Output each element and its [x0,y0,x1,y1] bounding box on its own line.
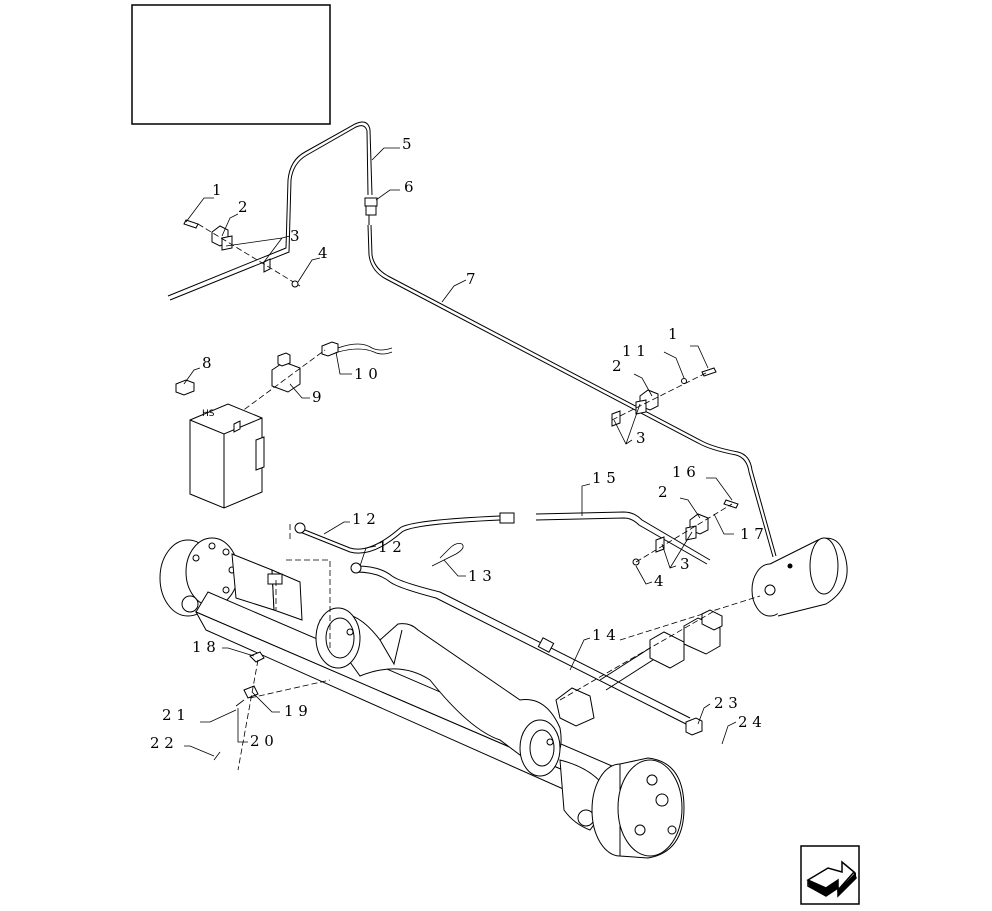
callout-10: 1 0 [354,365,378,383]
callout-19: 1 9 [284,702,308,720]
callout-3-left: 3 [290,227,300,245]
callout-3-right-lower: 3 [680,555,690,573]
centerline-chamber [619,595,761,641]
callout-2-left: 2 [238,198,248,216]
callout-20: 2 0 [250,732,274,750]
callout-1-right: 1 [668,325,678,343]
hose-clip [431,543,464,567]
callout-8: 8 [202,354,212,372]
callout-17: 1 7 [740,525,764,543]
title-block [131,4,331,125]
callout-24: 2 4 [738,713,762,731]
callout-leaders [183,147,737,757]
callout-12-lower: 1 2 [378,538,402,556]
callout-9: 9 [312,388,322,406]
callout-labels: 1 2 3 4 5 6 7 8 9 1 0 1 1 1 2 3 1 5 1 6 … [150,135,764,752]
callout-2-right-upper: 2 [612,357,622,375]
callout-11: 1 1 [622,342,646,360]
callout-4-left: 4 [318,244,328,262]
brake-line-upper [167,121,777,558]
bracket-parts [213,524,331,771]
callout-13: 1 3 [468,567,492,585]
control-box: HS [189,403,265,509]
callout-22: 2 2 [150,734,174,752]
brake-chamber [751,537,848,617]
next-page-arrow-icon[interactable] [800,845,860,905]
svg-text:HS: HS [202,409,215,419]
callout-12-upper: 1 2 [352,510,376,528]
sensor-group [175,341,393,421]
centerline-driveshaft [559,609,717,701]
axle-housing [159,537,685,859]
callout-3-right-upper: 3 [636,429,646,447]
callout-14: 1 4 [592,626,616,644]
callout-1-left: 1 [212,181,222,199]
clip-assembly-left [183,219,301,288]
callout-7: 7 [466,270,476,288]
callout-23: 2 3 [714,694,738,712]
callout-4-right: 4 [654,572,664,590]
callout-6: 6 [404,178,414,196]
callout-5: 5 [402,135,412,153]
clip-assembly-right-upper [611,367,717,427]
drive-shaft [599,609,723,691]
callout-18: 1 8 [192,638,216,656]
callout-15: 1 5 [592,469,616,487]
callout-2-right-lower: 2 [658,483,668,501]
brake-line-15 [294,511,711,565]
coupling-fitting [364,197,378,225]
callout-21: 2 1 [162,706,186,724]
brake-line-14 [350,562,703,736]
callout-16: 1 6 [672,463,696,481]
